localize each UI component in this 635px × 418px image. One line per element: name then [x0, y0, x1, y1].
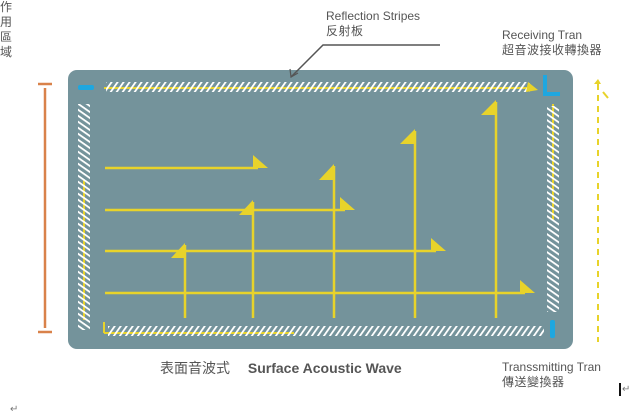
- pointer-arrowhead: [289, 68, 299, 78]
- reflection-label-cn: 反射板: [326, 24, 364, 38]
- dashed-signal-path: [594, 79, 609, 342]
- caption-en: Surface Acoustic Wave: [247, 360, 402, 376]
- reflection-stripes-right: [547, 104, 559, 312]
- active-area-bracket: [38, 82, 52, 334]
- reflection-stripes-top: [104, 82, 538, 92]
- arrow-right-4: [520, 280, 535, 293]
- arrow-right-3: [431, 238, 446, 251]
- paragraph-mark: ↵: [10, 404, 19, 415]
- transmitting-label-en: Transsmitting Tran: [502, 360, 601, 374]
- caption-cn: 表面音波式: [160, 361, 230, 377]
- arrow-up-5: [481, 100, 496, 115]
- arrow-up-1: [171, 243, 185, 258]
- transmitting-label-cn: 傳送變換器: [502, 375, 565, 389]
- transmitting-transducer-label: Transsmitting Tran 傳送變換器: [502, 360, 601, 390]
- wave-arrowheads: [171, 100, 535, 293]
- reflection-pointer-line: [290, 44, 440, 78]
- reflection-label-en: Reflection Stripes: [326, 9, 421, 23]
- paragraph-mark-2: ↵: [622, 384, 631, 395]
- arrow-up-2: [239, 200, 253, 215]
- arrow-up-3: [319, 164, 334, 180]
- transmitting-transducer-icon: [550, 320, 555, 338]
- diagram-caption: 表面音波式 Surface Acoustic Wave: [160, 358, 402, 378]
- receiving-transducer-label: Receiving Tran 超音波接收轉換器: [502, 28, 602, 58]
- reflection-stripes-label: Reflection Stripes 反射板: [326, 9, 420, 39]
- wave-paths: [105, 102, 525, 318]
- reflection-stripes-left: [78, 104, 90, 330]
- arrow-right-1: [253, 155, 268, 168]
- receiving-label-en: Receiving Tran: [502, 28, 583, 42]
- receiving-label-cn: 超音波接收轉換器: [502, 43, 603, 57]
- active-area-label: 作用區域: [0, 0, 13, 59]
- arrow-up-4: [400, 129, 415, 144]
- transducer-top-left: [78, 85, 94, 90]
- text-cursor: [619, 383, 621, 396]
- reflection-stripes-bottom: [103, 322, 544, 336]
- receiving-transducer-icon: [543, 75, 560, 96]
- arrow-right-2: [340, 197, 355, 210]
